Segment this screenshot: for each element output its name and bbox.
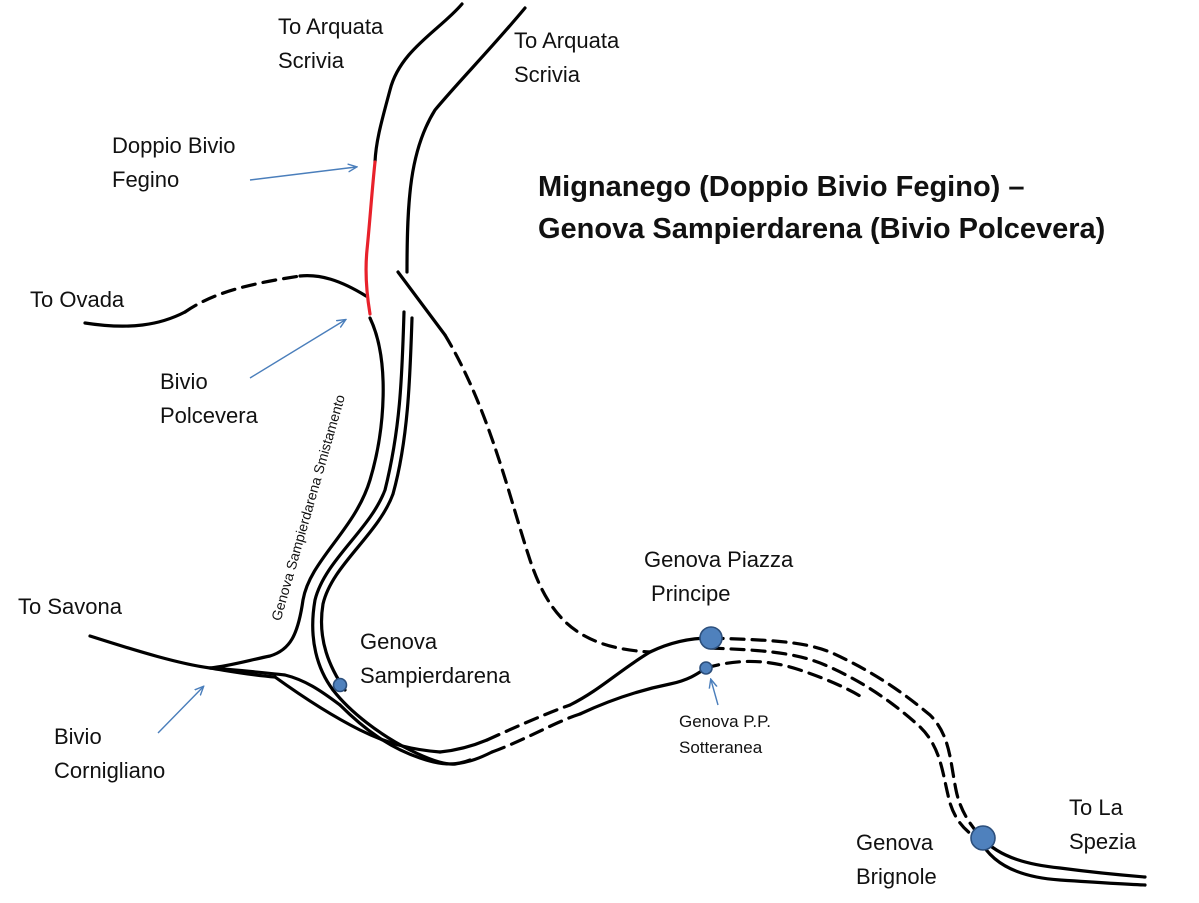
label-line: Cornigliano xyxy=(54,758,166,783)
track-la-spezia-b xyxy=(978,838,1147,887)
track-principe-brignole-b xyxy=(708,646,982,842)
label-line: To La xyxy=(1069,795,1123,820)
label-line: Fegino xyxy=(112,167,180,192)
track-to-principe-c xyxy=(568,636,712,707)
track-fegino-to-polcevera xyxy=(298,274,368,298)
label-line: Scrivia xyxy=(514,62,581,87)
highlight-fegino-polcevera xyxy=(364,160,377,316)
label-bivio-cornigliano: Bivio Cornigliano xyxy=(54,720,165,788)
track-ovada-dashed xyxy=(183,274,302,314)
station-brignole xyxy=(970,825,996,851)
track-to-principe-a xyxy=(438,738,489,754)
track-tunnel-to-principe xyxy=(443,333,652,654)
label-genova-sampierdarena: Genova Sampierdarena xyxy=(360,625,510,693)
label-to-ovada: To Ovada xyxy=(30,287,125,312)
station-piazza-principe xyxy=(699,626,723,650)
label-line: To Arquata xyxy=(278,14,384,39)
track-ovada xyxy=(83,310,187,328)
map-title-line1: Mignanego (Doppio Bivio Fegino) – xyxy=(538,171,1025,203)
label-line: To Arquata xyxy=(514,28,620,53)
track-savona xyxy=(88,634,277,679)
arrow-bivio-cornigliano xyxy=(157,687,203,734)
track-savona-b xyxy=(208,666,342,707)
track-sampierdarena-lower-a xyxy=(273,675,442,754)
map-title-line2: Genova Sampierdarena (Bivio Polcevera) xyxy=(538,213,1106,245)
track-arquata-right xyxy=(405,6,527,274)
arrow-pp-sotteranea xyxy=(711,680,719,706)
label-genova-brignole: Genova Brignole xyxy=(856,826,937,894)
station-pp-sotteranea xyxy=(699,661,713,675)
track-to-principe-dashed-b xyxy=(490,712,582,754)
track-principe-brignole-a xyxy=(708,636,984,840)
label-to-savona: To Savona xyxy=(18,594,122,619)
label-line: Scrivia xyxy=(278,48,345,73)
label-line: Doppio Bivio xyxy=(112,133,236,158)
track-smistamento-c xyxy=(319,316,414,692)
track-la-spezia-a xyxy=(980,836,1147,879)
track-to-sotteranea xyxy=(578,666,708,716)
track-arquata-left xyxy=(373,2,464,164)
track-sampierdarena-lower-c xyxy=(338,703,472,766)
label-genova-pp-sotteranea: Genova P.P. Sotteranea xyxy=(679,709,771,761)
label-to-arquata-right: To Arquata Scrivia xyxy=(514,24,619,92)
label-line: Genova xyxy=(856,830,934,855)
label-line: Genova Piazza xyxy=(644,547,794,572)
track-smistamento-b xyxy=(311,310,406,692)
label-genova-piazza-principe: Genova Piazza Principe xyxy=(644,543,793,611)
track-arquata-diagonal xyxy=(396,270,447,337)
arrow-doppio-bivio xyxy=(249,167,356,181)
label-line: Bivio xyxy=(54,724,102,749)
label-doppio-bivio-fegino: Doppio Bivio Fegino xyxy=(112,129,236,197)
label-line: Polcevera xyxy=(160,403,258,428)
station-sampierdarena xyxy=(332,677,348,693)
label-line: Bivio xyxy=(160,369,208,394)
track-to-principe-b xyxy=(453,750,494,766)
label-to-arquata-left: To Arquata Scrivia xyxy=(278,10,383,78)
label-bivio-polcevera: Bivio Polcevera xyxy=(160,365,258,433)
label-line: Principe xyxy=(651,581,731,606)
label-line: Sampierdarena xyxy=(360,663,511,688)
track-smistamento-a xyxy=(208,316,385,670)
label-line: Brignole xyxy=(856,864,937,889)
track-to-principe-dashed-a xyxy=(485,703,572,742)
map-title: Mignanego (Doppio Bivio Fegino) – Genova… xyxy=(538,166,1105,250)
label-to-la-spezia: To La Spezia xyxy=(1069,791,1136,859)
label-line: Sotteranea xyxy=(679,738,763,757)
label-line: Genova P.P. xyxy=(679,712,772,731)
label-line: Genova xyxy=(360,629,438,654)
label-line: Spezia xyxy=(1069,829,1137,854)
track-sotteranea-brignole xyxy=(704,659,862,698)
arrow-bivio-polcevera xyxy=(249,320,345,379)
